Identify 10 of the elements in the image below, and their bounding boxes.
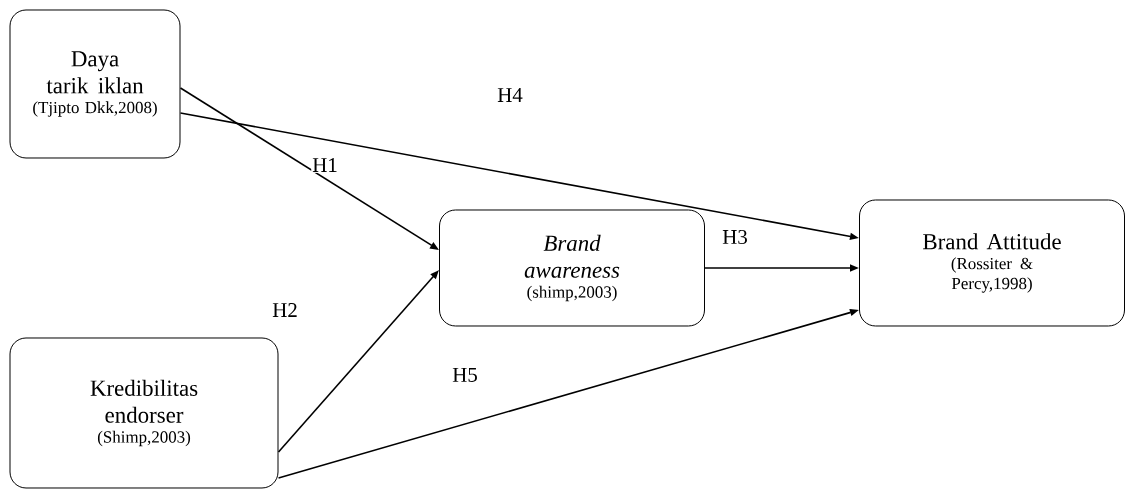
edge-label: H1	[311, 157, 339, 173]
edge-label: H2	[271, 302, 299, 318]
variable-box: Kredibilitas endorser (Shimp,2003)	[9, 337, 279, 489]
edge-label: H4	[496, 87, 524, 103]
variable-box: Brand Attitude (Rossiter & Percy,1998)	[859, 199, 1125, 327]
edge-label: H5	[451, 367, 479, 383]
variable-box: Daya tarik iklan (Tjipto Dkk,2008)	[9, 9, 181, 159]
arrow	[277, 270, 439, 453]
edge-label: H3	[721, 228, 749, 245]
variable-box: Brand awareness (shimp,2003)	[439, 209, 705, 327]
